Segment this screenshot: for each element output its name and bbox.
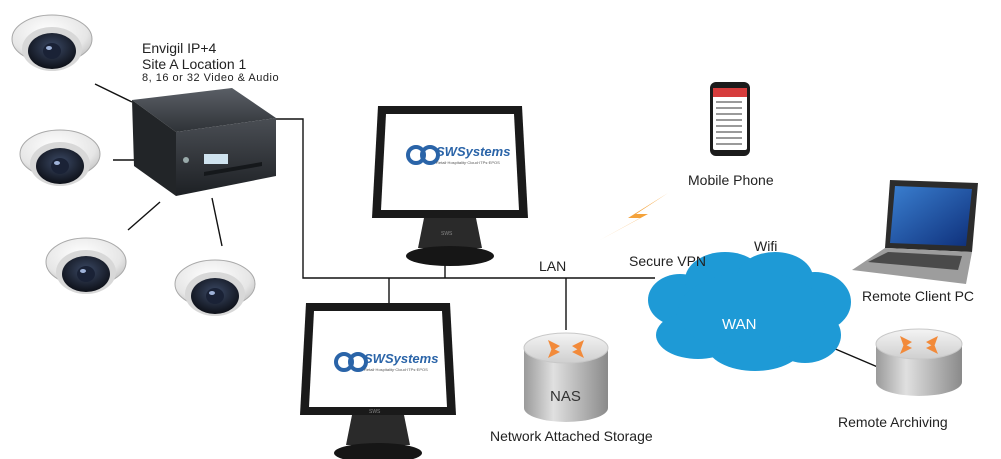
camera-icon: [11, 14, 93, 72]
remote-archive-icon: [875, 328, 963, 396]
mobile-phone-icon: [710, 82, 750, 156]
network-attached-storage-label: Network Attached Storage: [490, 428, 653, 444]
recorder-icon: [132, 88, 276, 196]
laptop-icon: [852, 180, 978, 284]
wifi-label: Wifi: [754, 238, 778, 254]
recorder-title: Envigil IP+4: [142, 40, 217, 56]
wan-label: WAN: [722, 316, 757, 333]
cam1-link: [94, 83, 133, 103]
cam4-link: [211, 197, 223, 247]
nas-label: NAS: [550, 388, 581, 405]
terminal-bottom-base-text: SWS: [369, 409, 381, 415]
terminal-top-base-text: SWS: [441, 231, 453, 237]
camera-icon: [45, 237, 127, 295]
terminal-top-brand: SWSystems: [436, 144, 511, 159]
swsystems-logo-icon: [334, 145, 440, 372]
secure-vpn-label: Secure VPN: [629, 253, 707, 269]
lan-backbone: [274, 118, 655, 279]
recorder-location: Site A Location 1: [142, 56, 247, 72]
lan-label: LAN: [539, 258, 567, 274]
terminal-monitor-bottom: [300, 303, 456, 459]
terminal-bottom-brand: SWSystems: [364, 351, 439, 366]
terminal-monitor-top: [372, 106, 528, 266]
terminal-bottom-tagline: Retail·Hospitality·Cloud·ITPs·EPOS: [364, 367, 428, 372]
wireless-lightning-icon: [600, 193, 668, 240]
remote-archiving-label: Remote Archiving: [838, 414, 948, 430]
terminal-top-tagline: Retail·Hospitality·Cloud·ITPs·EPOS: [436, 160, 500, 165]
nas-storage-icon: [523, 332, 609, 422]
recorder-capacity: 8, 16 or 32 Video & Audio: [142, 72, 280, 84]
camera-icon: [19, 129, 101, 187]
mobile-phone-label: Mobile Phone: [688, 172, 774, 188]
remote-client-pc-label: Remote Client PC: [862, 288, 975, 304]
camera-icon: [174, 259, 256, 317]
wan-cloud-icon: [648, 252, 851, 371]
cam3-link: [127, 201, 161, 231]
